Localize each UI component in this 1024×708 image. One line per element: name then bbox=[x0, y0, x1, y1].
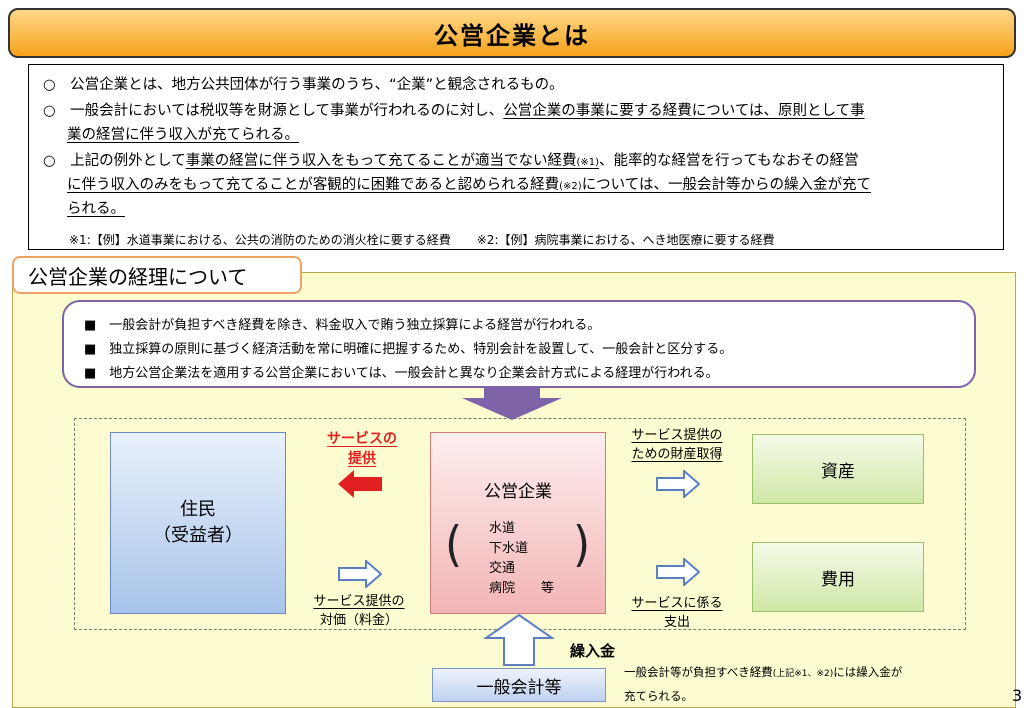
residents-label: 住民 bbox=[180, 499, 216, 520]
rule-bullet-3: ■ 地方公営企業法を適用する公営企業においては、一般会計と異なり企業会計方式によ… bbox=[84, 366, 719, 381]
intro-line-4-tail: については、一般会計等からの繰入金が充て bbox=[581, 177, 871, 193]
intro-line-3-tail: 、能率的な経営を行ってもなおその経営 bbox=[599, 153, 859, 169]
intro-line-2-cont-text: 業の経営に伴う収入が充てられる。 bbox=[67, 127, 299, 143]
transfer-note-line-2: 充てられる。 bbox=[624, 689, 693, 703]
left-paren: ( bbox=[445, 516, 463, 573]
asset-acquisition-line-1: サービス提供の bbox=[631, 428, 723, 443]
transfer-note-tail: には繰入金が bbox=[833, 665, 903, 679]
public-enterprise-box: 公営企業 ( ) 水道 下水道 交通 病院 等 bbox=[430, 432, 606, 614]
payment-label: サービス提供の 対価（料金） bbox=[300, 590, 418, 628]
intro-line-2: ○ 一般会計においては税収等を財源として事業が行われるのに対し、公営企業の事業に… bbox=[43, 99, 865, 120]
intro-line-3: ○ 上記の例外として事業の経営に伴う収入をもって充てることが適当でない経費(※1… bbox=[43, 149, 859, 170]
service-provision-label: サービスの 提供 bbox=[312, 428, 412, 468]
note-ref-1: (※1) bbox=[576, 157, 600, 168]
right-arrow-icon bbox=[656, 558, 700, 586]
page-number: 3 bbox=[1012, 686, 1023, 705]
intro-line-3-underlined-text: 事業の経営に伴う収入をもって充てることが適当でない経費 bbox=[185, 153, 577, 169]
public-enterprise-title: 公営企業 bbox=[484, 482, 552, 502]
service-expense-label: サービスに係る 支出 bbox=[618, 592, 736, 630]
service-expense-line-1: サービスに係る bbox=[631, 596, 723, 611]
up-arrow-icon bbox=[484, 614, 554, 666]
payment-line-2: 対価（料金） bbox=[319, 613, 398, 628]
intro-line-4-underlined: に伴う収入のみをもって充てることが客観的に困難であると認められる経費(※2) bbox=[67, 177, 582, 193]
service-provision-line-2: 提供 bbox=[348, 451, 376, 467]
note-ref-2: (※2) bbox=[559, 181, 582, 192]
transfer-note-line-1: 一般会計等が負担すべき経費(上記※1、※2)には繰入金が bbox=[624, 664, 902, 680]
pe-item-water: 水道 bbox=[489, 521, 516, 536]
transfer-note-ref: (上記※1、※2) bbox=[772, 669, 834, 679]
intro-line-2-text: ○ 一般会計においては税収等を財源として事業が行われるのに対し、 bbox=[43, 103, 504, 119]
assets-box: 資産 bbox=[752, 434, 924, 504]
expenses-box: 費用 bbox=[752, 542, 924, 612]
beneficiaries-label: （受益者） bbox=[153, 525, 243, 546]
intro-line-3-text: ○ 上記の例外として bbox=[43, 153, 186, 169]
title-bar: 公営企業とは bbox=[8, 8, 1016, 58]
left-arrow-icon bbox=[338, 470, 382, 498]
down-arrow-icon bbox=[462, 386, 562, 420]
intro-line-5: られる。 bbox=[67, 197, 125, 218]
pe-item-sewer: 下水道 bbox=[489, 541, 529, 556]
page-title: 公営企業とは bbox=[434, 21, 590, 50]
rule-bullet-2: ■ 独立採算の原則に基づく経済活動を常に明確に把握するため、特別会計を設置して、… bbox=[84, 342, 733, 357]
right-arrow-icon bbox=[656, 470, 700, 498]
intro-line-1: ○ 公営企業とは、地方公共団体が行う事業のうち、“企業”と観念されるもの。 bbox=[43, 77, 564, 93]
asset-acquisition-label: サービス提供の ための財産取得 bbox=[618, 424, 736, 462]
footnote-1: ※1:【例】水道事業における、公共の消防のための消火栓に要する経費 bbox=[69, 233, 451, 247]
residents-box: 住民 （受益者） bbox=[110, 432, 286, 614]
footnote-2: ※2:【例】病院事業における、へき地医療に要する経費 bbox=[476, 233, 775, 247]
intro-line-2-cont: 業の経営に伴う収入が充てられる。 bbox=[67, 123, 299, 144]
asset-acquisition-line-2: ための財産取得 bbox=[631, 447, 723, 462]
pe-item-transport: 交通 bbox=[489, 561, 516, 576]
right-paren: ) bbox=[573, 516, 591, 573]
intro-line-2-underlined: 公営企業の事業に要する経費については、原則として事 bbox=[503, 103, 865, 119]
service-provision-line-1: サービスの bbox=[327, 431, 397, 447]
service-expense-line-2: 支出 bbox=[663, 615, 690, 630]
footnotes: ※1:【例】水道事業における、公共の消防のための消火栓に要する経費 ※2:【例】病… bbox=[69, 231, 775, 248]
intro-line-4: に伴う収入のみをもって充てることが客観的に困難であると認められる経費(※2)につ… bbox=[67, 173, 871, 194]
payment-line-1: サービス提供の bbox=[313, 594, 405, 609]
general-account-box: 一般会計等 bbox=[432, 668, 606, 702]
accounting-rules-box: ■ 一般会計が負担すべき経費を除き、料金収入で賄う独立採算による経営が行われる。… bbox=[62, 300, 976, 388]
intro-line-5-text: られる。 bbox=[67, 201, 125, 217]
transfer-note-text: 一般会計等が負担すべき経費 bbox=[624, 665, 773, 679]
intro-line-4-text: に伴う収入のみをもって充てることが客観的に困難であると認められる経費 bbox=[67, 177, 560, 193]
right-arrow-icon bbox=[338, 560, 382, 588]
pe-item-hospital: 病院 等 bbox=[489, 581, 555, 596]
transfer-label: 繰入金 bbox=[570, 642, 616, 660]
rule-bullet-1: ■ 一般会計が負担すべき経費を除き、料金収入で賄う独立採算による経営が行われる。 bbox=[84, 318, 601, 333]
intro-line-3-underlined: 事業の経営に伴う収入をもって充てることが適当でない経費(※1) bbox=[186, 153, 599, 169]
accounting-section-title: 公営企業の経理について bbox=[12, 256, 302, 294]
intro-box: ○ 公営企業とは、地方公共団体が行う事業のうち、“企業”と観念されるもの。 ○ … bbox=[28, 64, 1004, 250]
